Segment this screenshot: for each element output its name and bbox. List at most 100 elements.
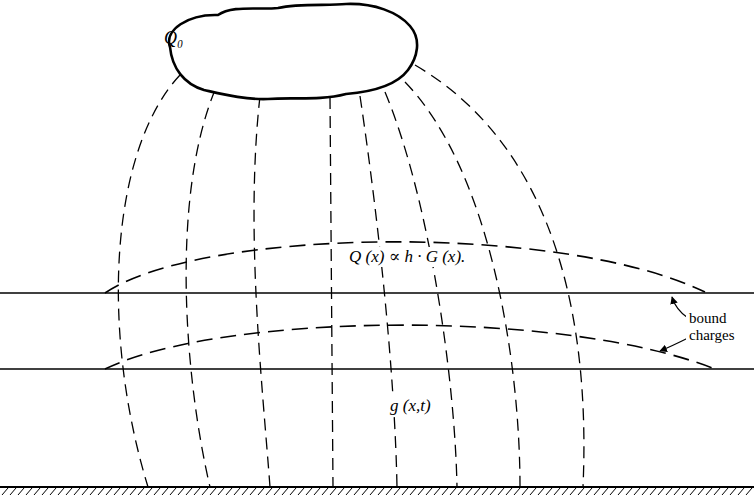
layer-boundaries — [0, 293, 754, 487]
hatch-stroke — [114, 488, 120, 495]
hatch-stroke — [338, 488, 344, 495]
layer-line — [0, 368, 754, 370]
hatch-stroke — [418, 488, 424, 495]
hatch-stroke — [42, 488, 48, 495]
hatch-stroke — [426, 488, 432, 495]
hatch-stroke — [346, 488, 352, 495]
hatch-stroke — [282, 488, 288, 495]
hatch-stroke — [354, 488, 360, 495]
hatch-stroke — [226, 488, 232, 495]
hatch-stroke — [682, 488, 688, 495]
hatch-stroke — [298, 488, 304, 495]
hatch-stroke — [402, 488, 408, 495]
hatch-stroke — [706, 488, 712, 495]
hatch-stroke — [290, 488, 296, 495]
hatch-stroke — [386, 488, 392, 495]
field-line — [254, 96, 270, 487]
hatch-stroke — [258, 488, 264, 495]
hatch-stroke — [82, 488, 88, 495]
hatch-stroke — [530, 488, 536, 495]
ground-line — [0, 486, 754, 488]
hatch-stroke — [322, 488, 328, 495]
cloud-outline — [160, 2, 422, 102]
hatch-stroke — [58, 488, 64, 495]
hatch-stroke — [490, 488, 496, 495]
hatch-stroke — [722, 488, 728, 495]
hatch-stroke — [634, 488, 640, 495]
hatch-stroke — [330, 488, 336, 495]
bound-charge-curves — [105, 242, 715, 369]
hatch-stroke — [186, 488, 192, 495]
hatch-stroke — [698, 488, 704, 495]
layer-line — [0, 292, 754, 294]
hatch-stroke — [234, 488, 240, 495]
hatch-stroke — [546, 488, 552, 495]
hatch-stroke — [482, 488, 488, 495]
hatch-stroke — [674, 488, 680, 495]
hatch-stroke — [658, 488, 664, 495]
hatch-stroke — [538, 488, 544, 495]
hatch-stroke — [650, 488, 656, 495]
hatch-stroke — [378, 488, 384, 495]
hatch-stroke — [434, 488, 440, 495]
hatch-stroke — [370, 488, 376, 495]
hatch-stroke — [314, 488, 320, 495]
hatch-stroke — [138, 488, 144, 495]
hatch-stroke — [594, 488, 600, 495]
hatch-stroke — [154, 488, 160, 495]
hatch-stroke — [202, 488, 208, 495]
field-lines — [118, 65, 584, 487]
bound-charge-curve — [105, 325, 715, 369]
hatch-stroke — [442, 488, 448, 495]
field-line — [415, 65, 584, 487]
hatch-stroke — [242, 488, 248, 495]
field-line — [360, 96, 397, 487]
hatch-stroke — [466, 488, 472, 495]
bound-charge-curve — [105, 242, 705, 293]
hatch-stroke — [194, 488, 200, 495]
hatch-stroke — [210, 488, 216, 495]
hatch-stroke — [170, 488, 176, 495]
hatch-stroke — [570, 488, 576, 495]
hatch-stroke — [586, 488, 592, 495]
hatch-stroke — [730, 488, 736, 495]
hatch-stroke — [602, 488, 608, 495]
hatch-stroke — [514, 488, 520, 495]
hatch-stroke — [746, 488, 752, 495]
field-line — [330, 97, 333, 487]
hatch-stroke — [362, 488, 368, 495]
charge-cloud: Q₀ — [160, 2, 422, 102]
hatch-stroke — [10, 488, 16, 495]
hatch-stroke — [266, 488, 272, 495]
ground-hatching — [2, 488, 752, 495]
cloud-border — [169, 4, 417, 99]
hatch-stroke — [610, 488, 616, 495]
hatch-stroke — [562, 488, 568, 495]
hatch-stroke — [66, 488, 72, 495]
hatch-stroke — [274, 488, 280, 495]
hatch-stroke — [178, 488, 184, 495]
hatch-stroke — [714, 488, 720, 495]
hatch-stroke — [130, 488, 136, 495]
annotation-label: bound charges — [686, 310, 750, 345]
hatch-stroke — [578, 488, 584, 495]
hatch-stroke — [618, 488, 624, 495]
hatch-stroke — [218, 488, 224, 495]
hatch-stroke — [146, 488, 152, 495]
hatch-stroke — [458, 488, 464, 495]
hatch-stroke — [306, 488, 312, 495]
field-line — [385, 92, 457, 487]
hatch-stroke — [690, 488, 696, 495]
hatch-stroke — [106, 488, 112, 495]
hatch-stroke — [26, 488, 32, 495]
hatch-stroke — [90, 488, 96, 495]
hatch-stroke — [626, 488, 632, 495]
hatch-stroke — [50, 488, 56, 495]
hatch-stroke — [18, 488, 24, 495]
hatch-stroke — [642, 488, 648, 495]
hatch-stroke — [554, 488, 560, 495]
hatch-stroke — [98, 488, 104, 495]
hatch-stroke — [74, 488, 80, 495]
hatch-stroke — [34, 488, 40, 495]
